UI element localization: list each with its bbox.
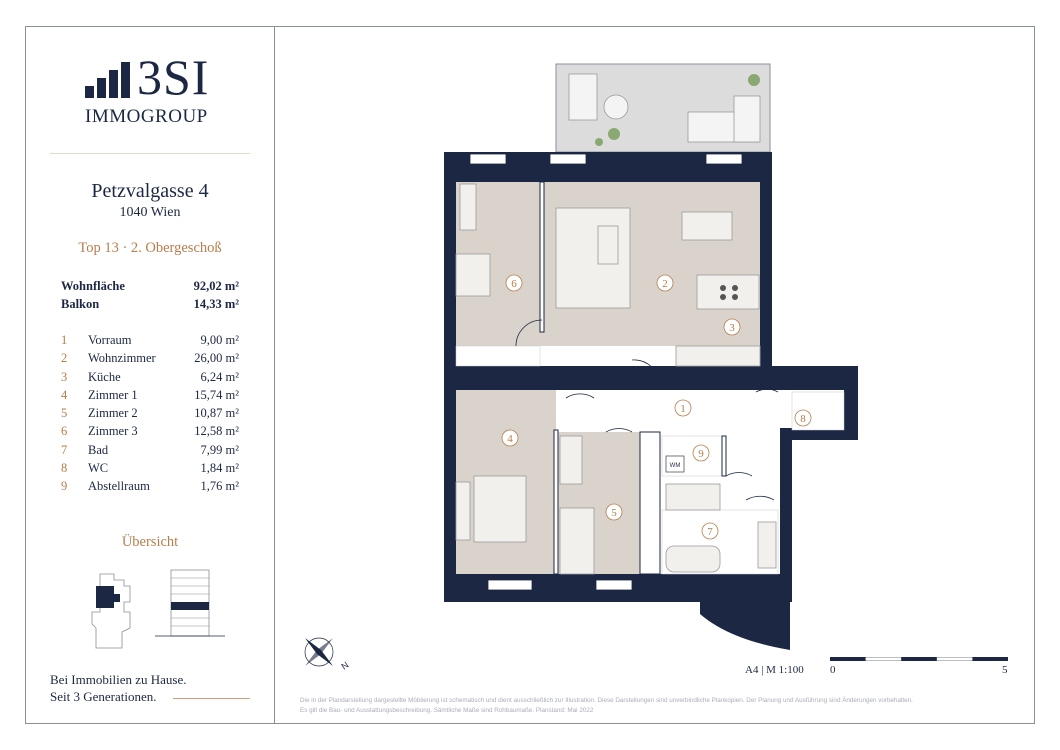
room-number: 2 <box>61 351 68 366</box>
slogan: Bei Immobilien zu Hause. Seit 3 Generati… <box>50 671 186 705</box>
room-name: Abstellraum <box>88 479 150 494</box>
room-number: 8 <box>61 461 68 476</box>
room-area: 9,00 m² <box>200 333 239 347</box>
room-name: Küche <box>88 369 121 384</box>
summary-value: 14,33 m² <box>193 297 239 311</box>
room-label-4: 4 <box>507 433 513 445</box>
room-label-7: 7 <box>707 526 713 538</box>
room-label-6: 6 <box>511 278 517 290</box>
room-label-3: 3 <box>729 322 735 334</box>
scale-label: A4 | M 1:100 <box>745 664 804 676</box>
floor-plan: WM 1 2 3 4 5 6 7 8 9 <box>444 63 858 650</box>
room-number: 5 <box>61 406 68 421</box>
address-street: Petzvalgasse 4 <box>91 180 209 202</box>
list-item: 6 Zimmer 3 12,58 m² <box>61 424 239 442</box>
list-item: 1 Vorraum 9,00 m² <box>61 333 239 351</box>
plant-icon <box>748 74 760 86</box>
room-name: WC <box>88 461 109 476</box>
floor-highlight <box>171 602 209 610</box>
slogan-line-1: Bei Immobilien zu Hause. <box>50 672 187 687</box>
room-area: 7,99 m² <box>200 442 239 457</box>
unit-title: Top 13 · 2. Obergeschoß <box>78 240 222 256</box>
address-city: 1040 Wien <box>119 205 181 220</box>
summary-label: Wohnfläche <box>61 279 125 293</box>
summary-living-area: Wohnfläche 92,02 m² <box>61 279 239 294</box>
room-name: Wohnzimmer <box>88 351 156 366</box>
room-area: 10,87 m² <box>194 406 239 421</box>
room-area: 1,84 m² <box>200 461 239 476</box>
brand-logo: 3SI IMMOGROUP <box>85 49 225 128</box>
scale-start: 0 <box>830 664 836 676</box>
room-number: 6 <box>61 424 68 439</box>
summary-balcony-area: Balkon 14,33 m² <box>61 297 239 312</box>
list-item: 2 Wohnzimmer 26,00 m² <box>61 351 239 369</box>
room-label-5: 5 <box>611 507 617 519</box>
washing-machine-label: WM <box>670 463 681 469</box>
list-item: 9 Abstellraum 1,76 m² <box>61 479 239 497</box>
room-name: Zimmer 2 <box>88 406 138 421</box>
disclaimer-line-1: Die in der Plandarstellung dargestellte … <box>300 697 913 704</box>
room-label-2: 2 <box>662 278 668 290</box>
room-label-1: 1 <box>680 403 686 415</box>
floor-overview-diagram <box>155 569 225 637</box>
room-name: Bad <box>88 442 109 457</box>
disclaimer-line-2: Es gilt die Bau- und Ausstattungsbeschre… <box>300 707 594 714</box>
logo-wordmark: 3SI <box>137 49 210 105</box>
room-area: 26,00 m² <box>194 351 239 366</box>
room-number: 7 <box>61 442 68 457</box>
room-list: 1 Vorraum 9,00 m² 2 Wohnzimmer 26,00 m² 3 Küc… <box>61 333 239 498</box>
list-item: 5 Zimmer 2 10,87 m² <box>61 406 239 424</box>
room-area: 1,76 m² <box>200 479 239 494</box>
room-label-9: 9 <box>698 448 704 460</box>
plant-icon <box>595 138 603 146</box>
room-area: 15,74 m² <box>194 387 239 402</box>
list-item: 3 Küche 6,24 m² <box>61 370 239 388</box>
room-area: 6,24 m² <box>200 369 239 384</box>
room-number: 1 <box>61 333 68 347</box>
compass-icon: N <box>304 637 350 672</box>
disclaimer: Die in der Plandarstellung dargestellte … <box>300 696 1012 716</box>
room-area: 12,58 m² <box>194 424 239 439</box>
summary-label: Balkon <box>61 297 100 311</box>
page-frame <box>25 26 1035 724</box>
list-item: 7 Bad 7,99 m² <box>61 443 239 461</box>
logo-bars-icon <box>85 62 130 98</box>
scale-bar <box>830 657 1008 661</box>
sidebar-divider <box>274 26 275 724</box>
site-overview-map <box>91 573 131 649</box>
logo-subtitle: IMMOGROUP <box>85 106 208 127</box>
list-item: 8 WC 1,84 m² <box>61 461 239 479</box>
room-label-8: 8 <box>800 413 806 425</box>
room-number: 4 <box>61 387 68 402</box>
washing-machine-icon <box>665 455 685 473</box>
scale-end: 5 <box>1002 664 1008 676</box>
overview-title: Übersicht <box>121 534 179 550</box>
slogan-line-2: Seit 3 Generationen. <box>50 689 157 704</box>
unit-highlight <box>96 586 114 608</box>
slogan-rule <box>173 698 250 699</box>
header-rule <box>50 153 250 154</box>
room-number: 9 <box>61 479 68 494</box>
room-number: 3 <box>61 369 68 384</box>
list-item: 4 Zimmer 1 15,74 m² <box>61 388 239 406</box>
summary-value: 92,02 m² <box>193 279 239 293</box>
plant-icon <box>608 128 620 140</box>
compass-north-label: N <box>339 660 350 672</box>
room-name: Zimmer 3 <box>88 424 138 439</box>
room-name: Vorraum <box>88 333 132 347</box>
room-name: Zimmer 1 <box>88 387 138 402</box>
